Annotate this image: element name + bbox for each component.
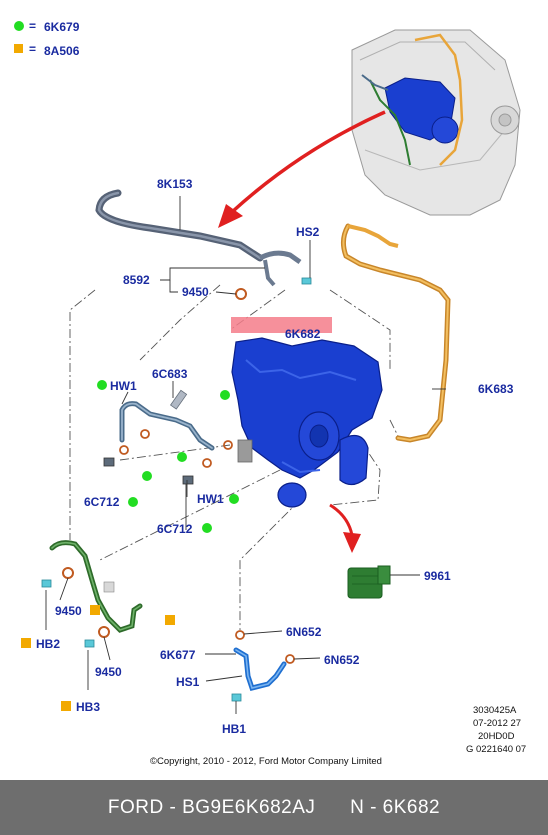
label-8592: 8592 (123, 273, 150, 287)
svg-text:=: = (29, 19, 36, 33)
label-HW1-right: HW1 (197, 492, 224, 506)
wastegate-actuator-9961 (347, 565, 391, 599)
turbocharger-manifold-6K682 (231, 337, 383, 508)
label-HS2: HS2 (296, 225, 320, 239)
label-6K677: 6K677 (160, 648, 196, 662)
green-dot-icon (220, 390, 230, 400)
orange-square-marker-icon (14, 44, 23, 53)
orange-square-icon (61, 701, 71, 711)
footer-part-number: FORD - BG9E6K682AJ (107, 796, 316, 818)
ref-code-4: G 0221640 07 (466, 744, 526, 755)
label-6C683: 6C683 (152, 367, 188, 381)
coolant-pipe-6C683 (103, 389, 233, 485)
label-9961: 9961 (424, 569, 451, 583)
label-HS1: HS1 (176, 675, 200, 689)
footer-bar: FORD - BG9E6K682AJ N - 6K682 (0, 780, 548, 835)
label-8K153: 8K153 (157, 177, 193, 191)
green-dot-marker-icon (14, 21, 24, 31)
orange-square-icon (21, 638, 31, 648)
label-HB1: HB1 (222, 722, 246, 736)
label-HB3: HB3 (76, 700, 100, 714)
support-bracket (41, 540, 143, 648)
ref-code-2: 07-2012 27 (473, 718, 521, 729)
ref-code-1: 3030425A (473, 705, 517, 716)
water-pipe-8K153 (95, 189, 302, 287)
highlight-bar (231, 317, 332, 333)
svg-text:=: = (29, 42, 36, 56)
exploded-parts-diagram: = 6K679 = 8A506 (14, 19, 526, 767)
green-dot-icon (202, 523, 212, 533)
orange-square-icon (165, 615, 175, 625)
copyright-text: ©Copyright, 2010 - 2012, Ford Motor Comp… (150, 756, 382, 767)
label-9450-left: 9450 (55, 604, 82, 618)
green-dot-icon (128, 497, 138, 507)
label-leaders (45, 196, 446, 714)
engine-block-illustration (351, 29, 521, 216)
label-9450-upper: 9450 (182, 285, 209, 299)
label-6K682: 6K682 (285, 327, 321, 341)
label-9450-lower: 9450 (95, 665, 122, 679)
orange-square-icon (90, 605, 100, 615)
ref-code-3: 20HD0D (478, 731, 515, 742)
bolt-HS2-icon (301, 277, 312, 285)
green-dot-markers (97, 380, 239, 533)
legend-code-orange: 8A506 (44, 44, 80, 58)
green-dot-icon (229, 494, 239, 504)
label-6C712-right: 6C712 (157, 522, 193, 536)
label-HB2: HB2 (36, 637, 60, 651)
footer-base-number: N - 6K682 (350, 796, 441, 818)
green-dot-icon (142, 471, 152, 481)
label-6N652-upper: 6N652 (286, 625, 322, 639)
part-labels: 8K153 HS2 8592 9450 6K682 6K683 6C683 HW… (36, 177, 514, 736)
green-dot-icon (177, 452, 187, 462)
legend-code-green: 6K679 (44, 20, 80, 34)
green-dot-icon (97, 380, 107, 390)
label-6C712-left: 6C712 (84, 495, 120, 509)
orange-square-markers (21, 605, 175, 711)
oil-feed-pipe-6K683 (340, 223, 451, 443)
legend: = 6K679 = 8A506 (14, 19, 80, 58)
reference-codes: 3030425A 07-2012 27 20HD0D G 0221640 07 (466, 705, 526, 755)
label-HW1-left: HW1 (110, 379, 137, 393)
oil-return-pipe-6K677 (231, 630, 295, 702)
red-arrow-icon (218, 110, 386, 228)
small-red-arrow-icon (329, 503, 361, 553)
washer-9450 (235, 288, 247, 300)
label-6N652-lower: 6N652 (324, 653, 360, 667)
label-6K683: 6K683 (478, 382, 514, 396)
